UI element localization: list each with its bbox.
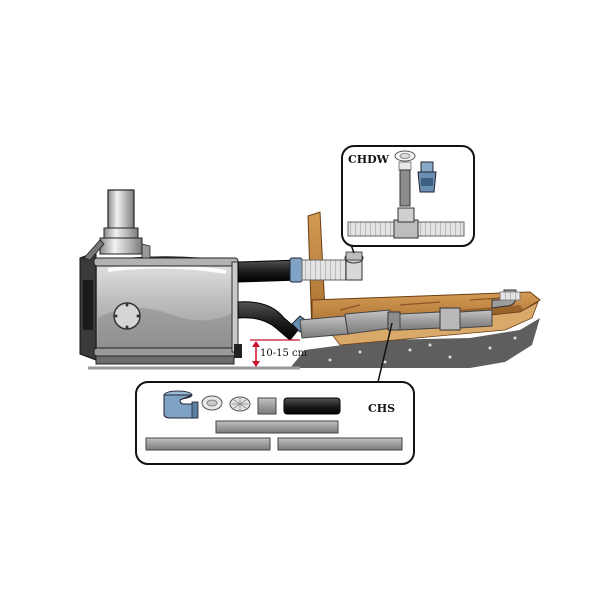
chdw-callout: CHDW xyxy=(341,145,475,254)
drain-fitting-icon xyxy=(394,150,416,207)
drain-grate-icon xyxy=(201,395,251,412)
inlet-pipe-icon xyxy=(237,251,364,283)
heater-icon xyxy=(79,251,242,365)
clearance-label: 10-15 cm xyxy=(260,348,308,359)
blue-fitting-icon xyxy=(417,161,437,193)
chs-callout: CHS xyxy=(135,322,415,465)
chdw-label: CHDW xyxy=(348,153,390,166)
ground xyxy=(88,318,540,370)
chs-label: CHS xyxy=(368,402,395,415)
short-pipe-icon xyxy=(257,397,277,415)
long-pipe-icon xyxy=(215,420,339,434)
chimney-icon xyxy=(83,189,151,261)
flexible-hose-icon xyxy=(347,207,465,239)
long-pipe-icon xyxy=(145,437,271,451)
clearance-measurement: 10-15 cm xyxy=(250,339,308,367)
long-pipe-icon xyxy=(277,437,403,451)
black-pipe-icon xyxy=(283,397,341,415)
elbow-icon xyxy=(163,390,199,419)
